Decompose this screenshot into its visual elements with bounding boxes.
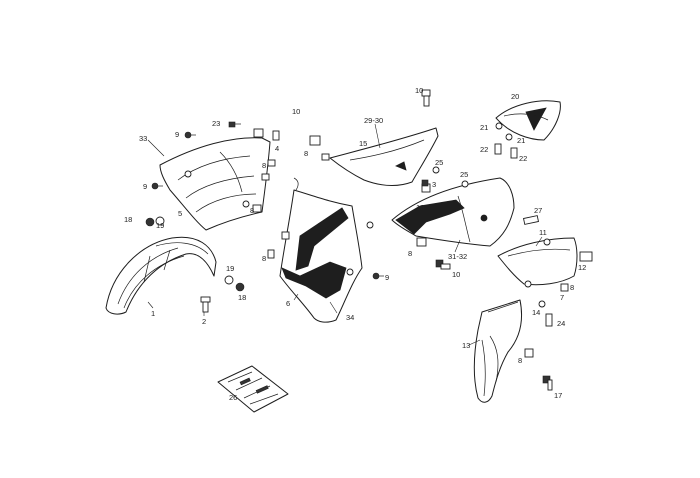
callout-6: 6 (286, 299, 290, 308)
radiator-shroud (159, 137, 271, 231)
callout-21-left: 21 (480, 123, 488, 132)
callout-12: 12 (578, 263, 586, 272)
plate-screw-3 (421, 179, 429, 187)
rear-mudguard (473, 299, 522, 403)
callout-18-left: 18 (124, 215, 132, 224)
callout-10-plate: 10 (452, 270, 460, 279)
callout-27: 27 (534, 206, 542, 215)
callout-31-32: 31-32 (448, 252, 467, 261)
callout-10-shroud: 10 (292, 107, 300, 116)
callout-11: 11 (539, 228, 547, 237)
callout-18-right: 18 (238, 293, 246, 302)
callout-8-cover: 8 (304, 149, 308, 158)
callout-13: 13 (462, 341, 470, 350)
shroud-screw-9-mid (151, 182, 163, 190)
callout-33: 33 (139, 134, 147, 143)
plate-nut (416, 237, 427, 247)
callout-3: 3 (432, 180, 436, 189)
callout-4: 4 (275, 144, 279, 153)
callout-7: 7 (560, 293, 564, 302)
mudguard-nut (524, 348, 534, 358)
callout-29-30: 29-30 (364, 116, 383, 125)
panel-screw-9 (372, 272, 384, 280)
callout-8-plate: 8 (408, 249, 412, 258)
bracket-27 (522, 215, 540, 225)
fender-screw-right (224, 275, 245, 292)
front-fender (105, 236, 217, 315)
callout-24: 24 (557, 319, 565, 328)
callout-8-shroud-top: 8 (262, 161, 266, 170)
leader-lines (147, 123, 543, 346)
panel-grommet (366, 221, 374, 229)
callout-34: 34 (346, 313, 354, 322)
callout-8-panel: 8 (262, 254, 266, 263)
cover-bolt-10 (421, 89, 431, 107)
support-hardware (538, 238, 569, 327)
callout-22-left: 22 (480, 145, 488, 154)
callout-1: 1 (151, 309, 155, 318)
callout-10-top: 10 (415, 86, 423, 95)
callout-9-panel: 9 (385, 273, 389, 282)
callout-16: 16 (416, 203, 424, 212)
callout-23: 23 (212, 119, 220, 128)
callout-21-right: 21 (517, 136, 525, 145)
callout-2: 2 (202, 317, 206, 326)
callout-20: 20 (511, 92, 519, 101)
fender-screw-left (145, 216, 165, 227)
panel-nuts (267, 231, 290, 259)
decal-sheet (217, 365, 289, 413)
callout-9-mid: 9 (143, 182, 147, 191)
plate-washer-25b (432, 166, 440, 174)
callouts: 1 2 3 4 5 6 7 8 8 8 8 8 8 8 9 9 9 10 10 … (124, 86, 586, 402)
shroud-screw-23 (228, 121, 241, 128)
callout-15: 15 (359, 139, 367, 148)
callout-8-mudguard: 8 (518, 356, 522, 365)
callout-25-plate: 25 (460, 170, 468, 179)
plate-bolt-10 (435, 259, 451, 270)
callout-9-top: 9 (175, 130, 179, 139)
shroud-clip (253, 128, 280, 141)
callout-5: 5 (178, 209, 182, 218)
shroud-screw-9-top (184, 131, 196, 139)
callout-19-right: 19 (226, 264, 234, 273)
cowl-hardware (494, 122, 518, 159)
side-number-panel (279, 177, 363, 323)
callout-19-left: 19 (156, 221, 164, 230)
front-fender-bolt (200, 296, 211, 313)
callout-14: 14 (532, 308, 540, 317)
seat-cowl (495, 100, 561, 141)
shroud-nuts (252, 159, 276, 213)
callout-8-support: 8 (570, 283, 574, 292)
callout-25-top: 25 (435, 158, 443, 167)
callout-26: 26 (229, 393, 237, 402)
callout-22-right: 22 (519, 154, 527, 163)
plate-washer-25 (461, 180, 469, 188)
mudguard-bolt-17 (542, 375, 553, 391)
rear-side-cover (321, 127, 439, 187)
callout-8-shroud-bottom: 8 (250, 206, 254, 215)
rear-number-plate (391, 177, 515, 247)
callout-17: 17 (554, 391, 562, 400)
